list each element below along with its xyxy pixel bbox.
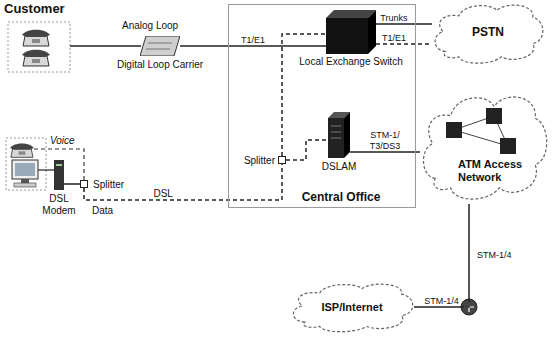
loop-carrier-icon — [140, 36, 180, 56]
edge-label: T1/E1 — [240, 35, 266, 45]
node-label: PSTN — [472, 26, 504, 40]
telephone-icon — [22, 30, 50, 46]
edge-label: Trunks — [379, 13, 408, 23]
node-label: ISP/Internet — [321, 301, 382, 314]
node-label: DSL Modem — [37, 193, 81, 216]
node-label: Splitter — [244, 155, 275, 167]
cloud-outline — [420, 88, 548, 204]
node-label: ATM Access Network — [458, 158, 530, 183]
text-label: Data — [92, 205, 113, 217]
connector-line — [180, 45, 326, 47]
connector-line — [282, 34, 326, 156]
connector-line — [350, 151, 420, 153]
isp-cloud: ISP/Internet — [290, 280, 414, 334]
digital-loop-carrier: Digital Loop Carrier — [140, 36, 180, 56]
node-label: Local Exchange Switch — [299, 56, 402, 68]
computer-icon — [12, 160, 38, 187]
dsl-modem: DSL Modem — [54, 160, 64, 190]
telephone-icon — [10, 143, 34, 157]
atm-switch-icons — [446, 108, 516, 154]
analog-loop-line — [70, 45, 141, 47]
connector-line — [84, 164, 282, 200]
node-label: DSLAM — [322, 161, 356, 173]
data-cable — [38, 169, 54, 170]
atm-cloud: ATM Access Network — [420, 88, 548, 204]
customer-premises-box — [6, 138, 46, 190]
node-label: Central Office — [302, 191, 381, 205]
splitter-box: Splitter — [278, 156, 286, 164]
edge-label: DSL — [152, 188, 173, 200]
dslam-icon — [328, 112, 350, 158]
text-label: Voice — [50, 135, 75, 147]
switch-icon — [326, 10, 376, 54]
pstn-cloud: PSTN — [432, 0, 544, 66]
node-label: Digital Loop Carrier — [117, 59, 203, 71]
node-label: Splitter — [93, 179, 124, 191]
edge-label: STM-1/ T3/DS3 — [365, 130, 405, 151]
phone-group-box — [8, 22, 70, 72]
exchange-switch: Local Exchange Switch — [326, 10, 376, 54]
text-label: STM-1/4 — [477, 250, 512, 260]
connector-line — [64, 183, 80, 185]
connector-line — [376, 23, 432, 25]
splitter-box: Splitter — [80, 180, 88, 188]
text-label: Customer — [4, 2, 65, 17]
edge-label: STM-1/4 — [423, 296, 460, 306]
dslam-unit: DSLAM — [328, 112, 350, 158]
text-label: Analog Loop — [122, 20, 178, 32]
modem-icon — [54, 160, 64, 190]
connector-line — [414, 204, 469, 307]
connector-line — [286, 140, 328, 160]
telephone-icon — [22, 50, 50, 66]
connector-line — [376, 43, 432, 45]
edge-label: T1/E1 — [381, 33, 407, 43]
